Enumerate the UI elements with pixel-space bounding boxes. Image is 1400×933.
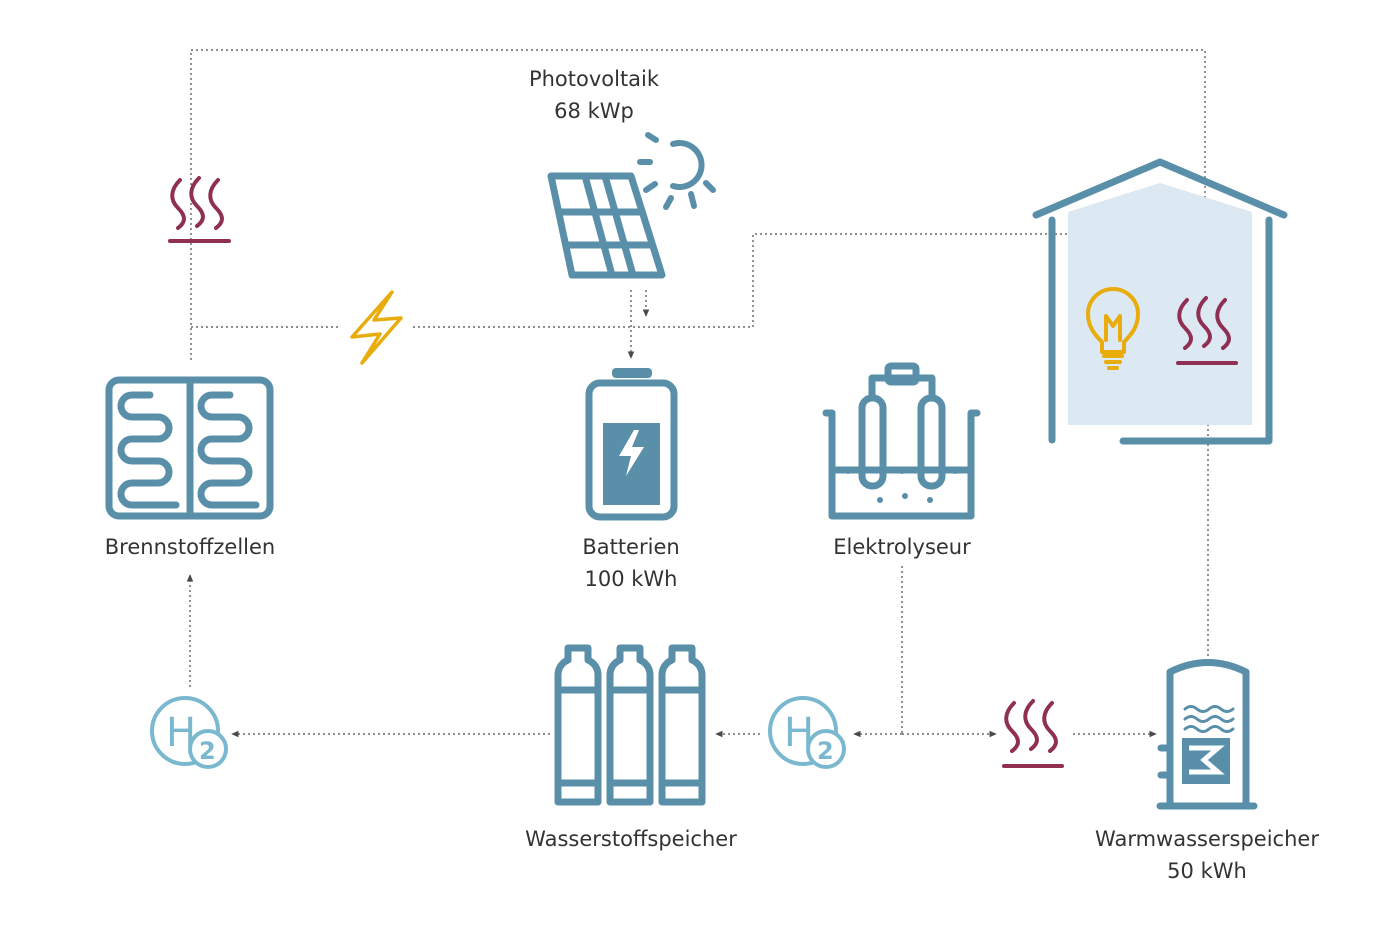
label-batterien: Batterien 100 kWh bbox=[582, 531, 679, 595]
warmwasserspeicher-name: Warmwasserspeicher bbox=[1095, 827, 1319, 851]
h2-icon-right: H 2 bbox=[768, 696, 846, 769]
sun-icon bbox=[637, 132, 716, 210]
wasserstoffspeicher-name: Wasserstoffspeicher bbox=[525, 827, 737, 851]
h2-letter-right: H bbox=[784, 710, 814, 756]
electrolyzer-icon bbox=[822, 362, 981, 520]
batterien-name: Batterien bbox=[582, 535, 680, 559]
heating-coil-icon bbox=[1182, 738, 1230, 784]
label-photovoltaik: Photovoltaik 68 kWp bbox=[529, 63, 659, 127]
label-brennstoffzellen: Brennstoffzellen bbox=[105, 531, 275, 563]
bubbles bbox=[845, 468, 958, 503]
h2-icon-left: H 2 bbox=[150, 696, 228, 769]
tank-waves bbox=[1183, 705, 1235, 733]
elektrolyseur-name: Elektrolyseur bbox=[833, 535, 971, 559]
photovoltaik-value: 68 kWp bbox=[554, 99, 634, 123]
solar-panel-icon bbox=[547, 172, 666, 279]
heat-line-fuelcell-to-house bbox=[190, 49, 1209, 360]
brennstoffzellen-name: Brennstoffzellen bbox=[104, 535, 276, 559]
fuel-cell-icon bbox=[105, 376, 274, 520]
label-wasserstoffspeicher: Wasserstoffspeicher bbox=[525, 823, 737, 855]
photovoltaik-name: Photovoltaik bbox=[528, 67, 660, 91]
label-warmwasserspeicher: Warmwasserspeicher 50 kWh bbox=[1095, 823, 1319, 887]
h2-sub-right: 2 bbox=[817, 737, 834, 765]
connector-lines bbox=[186, 49, 1212, 738]
label-elektrolyseur: Elektrolyseur bbox=[833, 531, 971, 563]
batterien-value: 100 kWh bbox=[584, 567, 678, 591]
warmwasserspeicher-value: 50 kWh bbox=[1167, 859, 1247, 883]
power-line-to-house-light bbox=[413, 233, 1118, 328]
hydrogen-tanks-icon bbox=[554, 644, 706, 806]
h2-sub-left: 2 bbox=[199, 737, 216, 765]
lightning-icon bbox=[350, 290, 403, 365]
heat-icon bbox=[168, 176, 231, 243]
h2-letter-left: H bbox=[166, 710, 196, 756]
battery-icon bbox=[585, 368, 678, 521]
hot-water-tank-icon bbox=[1156, 659, 1258, 810]
house-icon bbox=[1032, 158, 1288, 445]
waste-heat-icon bbox=[1002, 699, 1064, 768]
light-bulb-icon bbox=[1086, 287, 1140, 370]
house-heat-icon bbox=[1176, 296, 1238, 365]
